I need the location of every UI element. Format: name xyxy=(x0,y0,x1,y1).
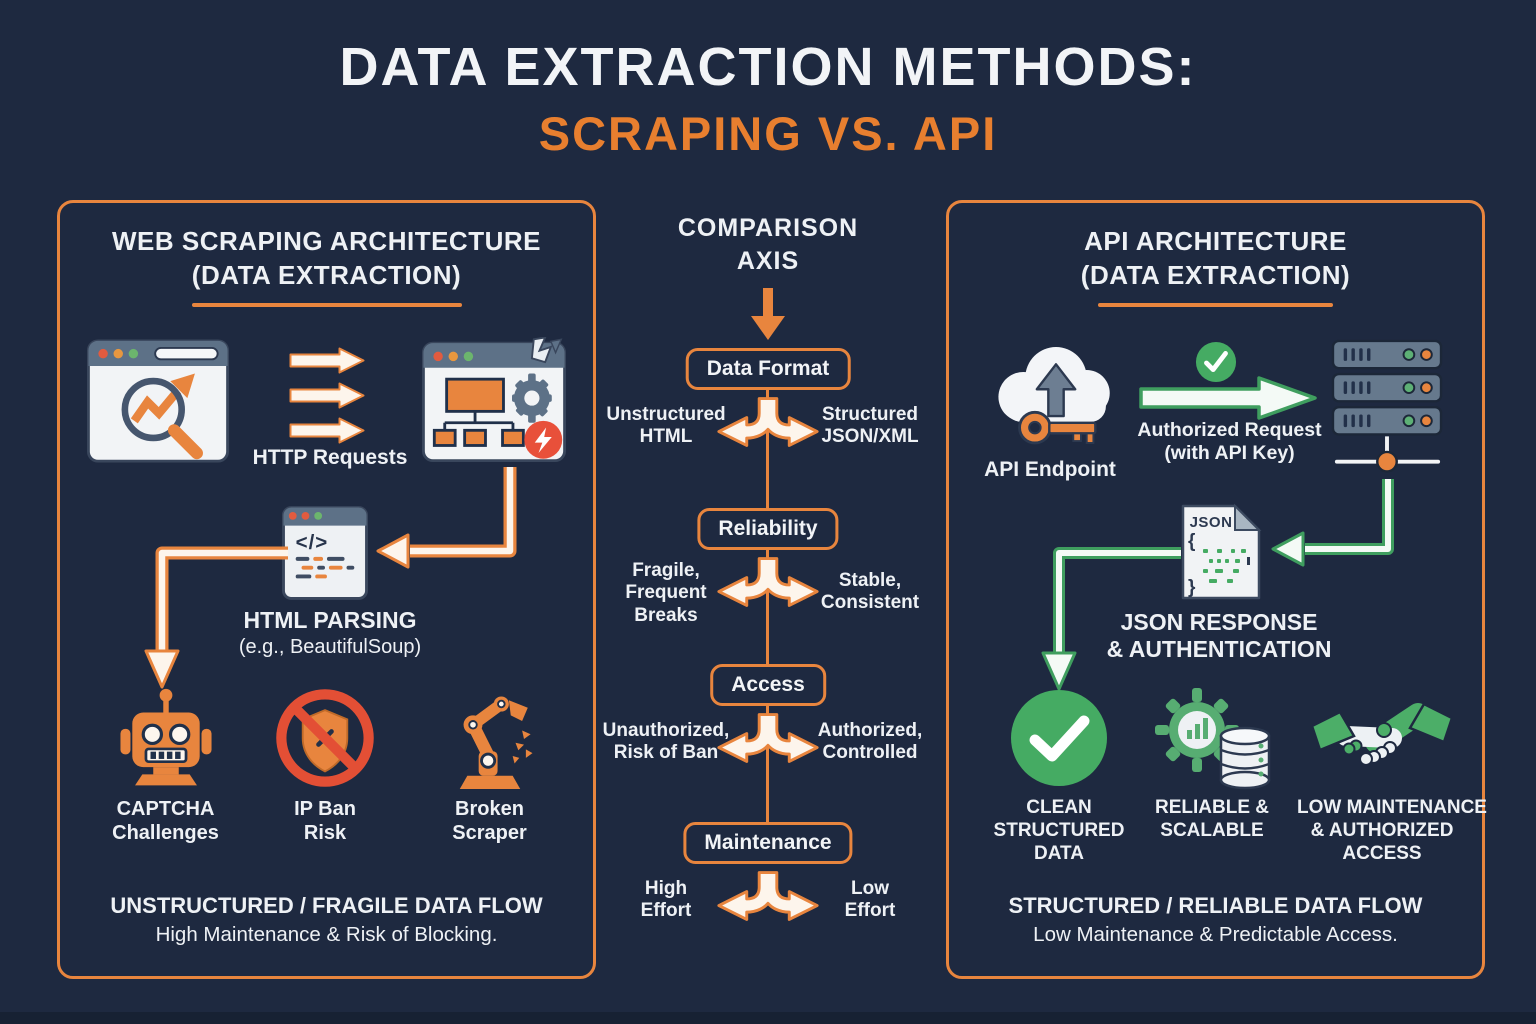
svg-text:{: { xyxy=(1188,531,1195,552)
html-parsing-label: HTML PARSING (e.g., BeautifulSoup) xyxy=(238,607,422,658)
comparison-left-2: Unauthorized,Risk of Ban xyxy=(602,720,730,764)
http-arrow-icon xyxy=(289,417,365,444)
gear-icon xyxy=(512,373,552,423)
comparison-right-1: Stable,Consistent xyxy=(820,570,920,614)
check-circle-icon xyxy=(1011,690,1107,786)
json-doc-label: JSON xyxy=(1190,514,1233,531)
bottom-edge-strip xyxy=(0,1012,1536,1024)
json-response-label: JSON RESPONSE & AUTHENTICATION xyxy=(1106,609,1332,662)
risk-item-broken-scraper: Broken Scraper xyxy=(422,685,557,845)
left-panel-heading: WEB SCRAPING ARCHITECTURE (DATA EXTRACTI… xyxy=(112,226,541,290)
handshake-icon xyxy=(1312,700,1452,766)
right-panel-heading: API ARCHITECTURE (DATA EXTRACTION) xyxy=(1080,226,1351,290)
gear-database-icon xyxy=(1155,688,1271,790)
comparison-axis-column: COMPARISON AXIS Data Format Unstructured… xyxy=(600,212,936,1002)
comparison-box-maintenance: Maintenance xyxy=(683,822,853,864)
title-line-1: DATA EXTRACTION METHODS: xyxy=(339,37,1197,97)
benefit-item-scalable: RELIABLE & SCALABLE xyxy=(1137,685,1287,843)
flow-arrow-down-left-green-icon xyxy=(1271,479,1394,567)
ip-ban-shield-icon xyxy=(276,689,374,787)
heading-underline xyxy=(1098,302,1333,307)
left-panel-footer: UNSTRUCTURED / FRAGILE DATA FLOW High Ma… xyxy=(110,893,543,946)
api-server-icon xyxy=(1331,339,1443,473)
right-panel-footer: STRUCTURED / RELIABLE DATA FLOW Low Main… xyxy=(1008,893,1423,946)
comparison-right-2: Authorized,Controlled xyxy=(817,720,923,764)
broken-page-icon xyxy=(422,337,566,463)
flow-arrow-left-down-green-icon xyxy=(1041,547,1181,691)
http-arrow-icon xyxy=(289,347,365,374)
authorized-request-arrow-icon xyxy=(1139,376,1317,420)
api-endpoint-label: API Endpoint xyxy=(984,458,1116,481)
captcha-robot-icon xyxy=(119,688,212,786)
code-glyph: </> xyxy=(296,531,329,554)
arrow-down-icon xyxy=(751,288,785,340)
browser-search-icon xyxy=(87,339,229,463)
axis-line xyxy=(766,352,769,860)
flow-arrow-down-left-icon xyxy=(376,467,517,569)
comparison-box-reliability: Reliability xyxy=(697,508,839,550)
comparison-heading: COMPARISON AXIS xyxy=(677,214,859,275)
broken-scraper-arm-icon xyxy=(459,696,532,789)
comparison-box-data-format: Data Format xyxy=(685,348,851,390)
http-requests-label: HTTP Requests xyxy=(252,446,408,469)
web-scraping-panel: WEB SCRAPING ARCHITECTURE (DATA EXTRACTI… xyxy=(57,200,596,979)
json-document-icon: JSON { } xyxy=(1181,503,1262,600)
check-badge-icon xyxy=(1195,341,1237,383)
code-parser-icon: </> xyxy=(282,506,368,600)
risk-item-ip-ban: IP Ban Risk xyxy=(255,685,395,845)
page-title: DATA EXTRACTION METHODS: SCRAPING VS. AP… xyxy=(0,36,1536,161)
authorized-request-label: Authorized Request (with API Key) xyxy=(1137,419,1322,465)
benefit-item-low-maintenance: LOW MAINTENANCE & AUTHORIZED ACCESS xyxy=(1297,685,1487,865)
http-arrow-icon xyxy=(289,382,365,409)
risk-item-captcha: CAPTCHA Challenges xyxy=(98,685,233,845)
error-lightning-icon xyxy=(524,420,563,459)
benefit-item-clean-data: CLEAN STRUCTURED DATA xyxy=(989,685,1129,865)
api-panel: API ARCHITECTURE (DATA EXTRACTION) API E… xyxy=(946,200,1487,979)
flow-arrow-left-down-icon xyxy=(144,546,288,689)
svg-text:}: } xyxy=(1188,577,1196,598)
title-line-2: SCRAPING VS. API xyxy=(538,107,998,160)
heading-underline xyxy=(191,302,462,307)
api-endpoint-cloud-key-icon xyxy=(998,347,1110,445)
comparison-box-access: Access xyxy=(710,664,826,706)
